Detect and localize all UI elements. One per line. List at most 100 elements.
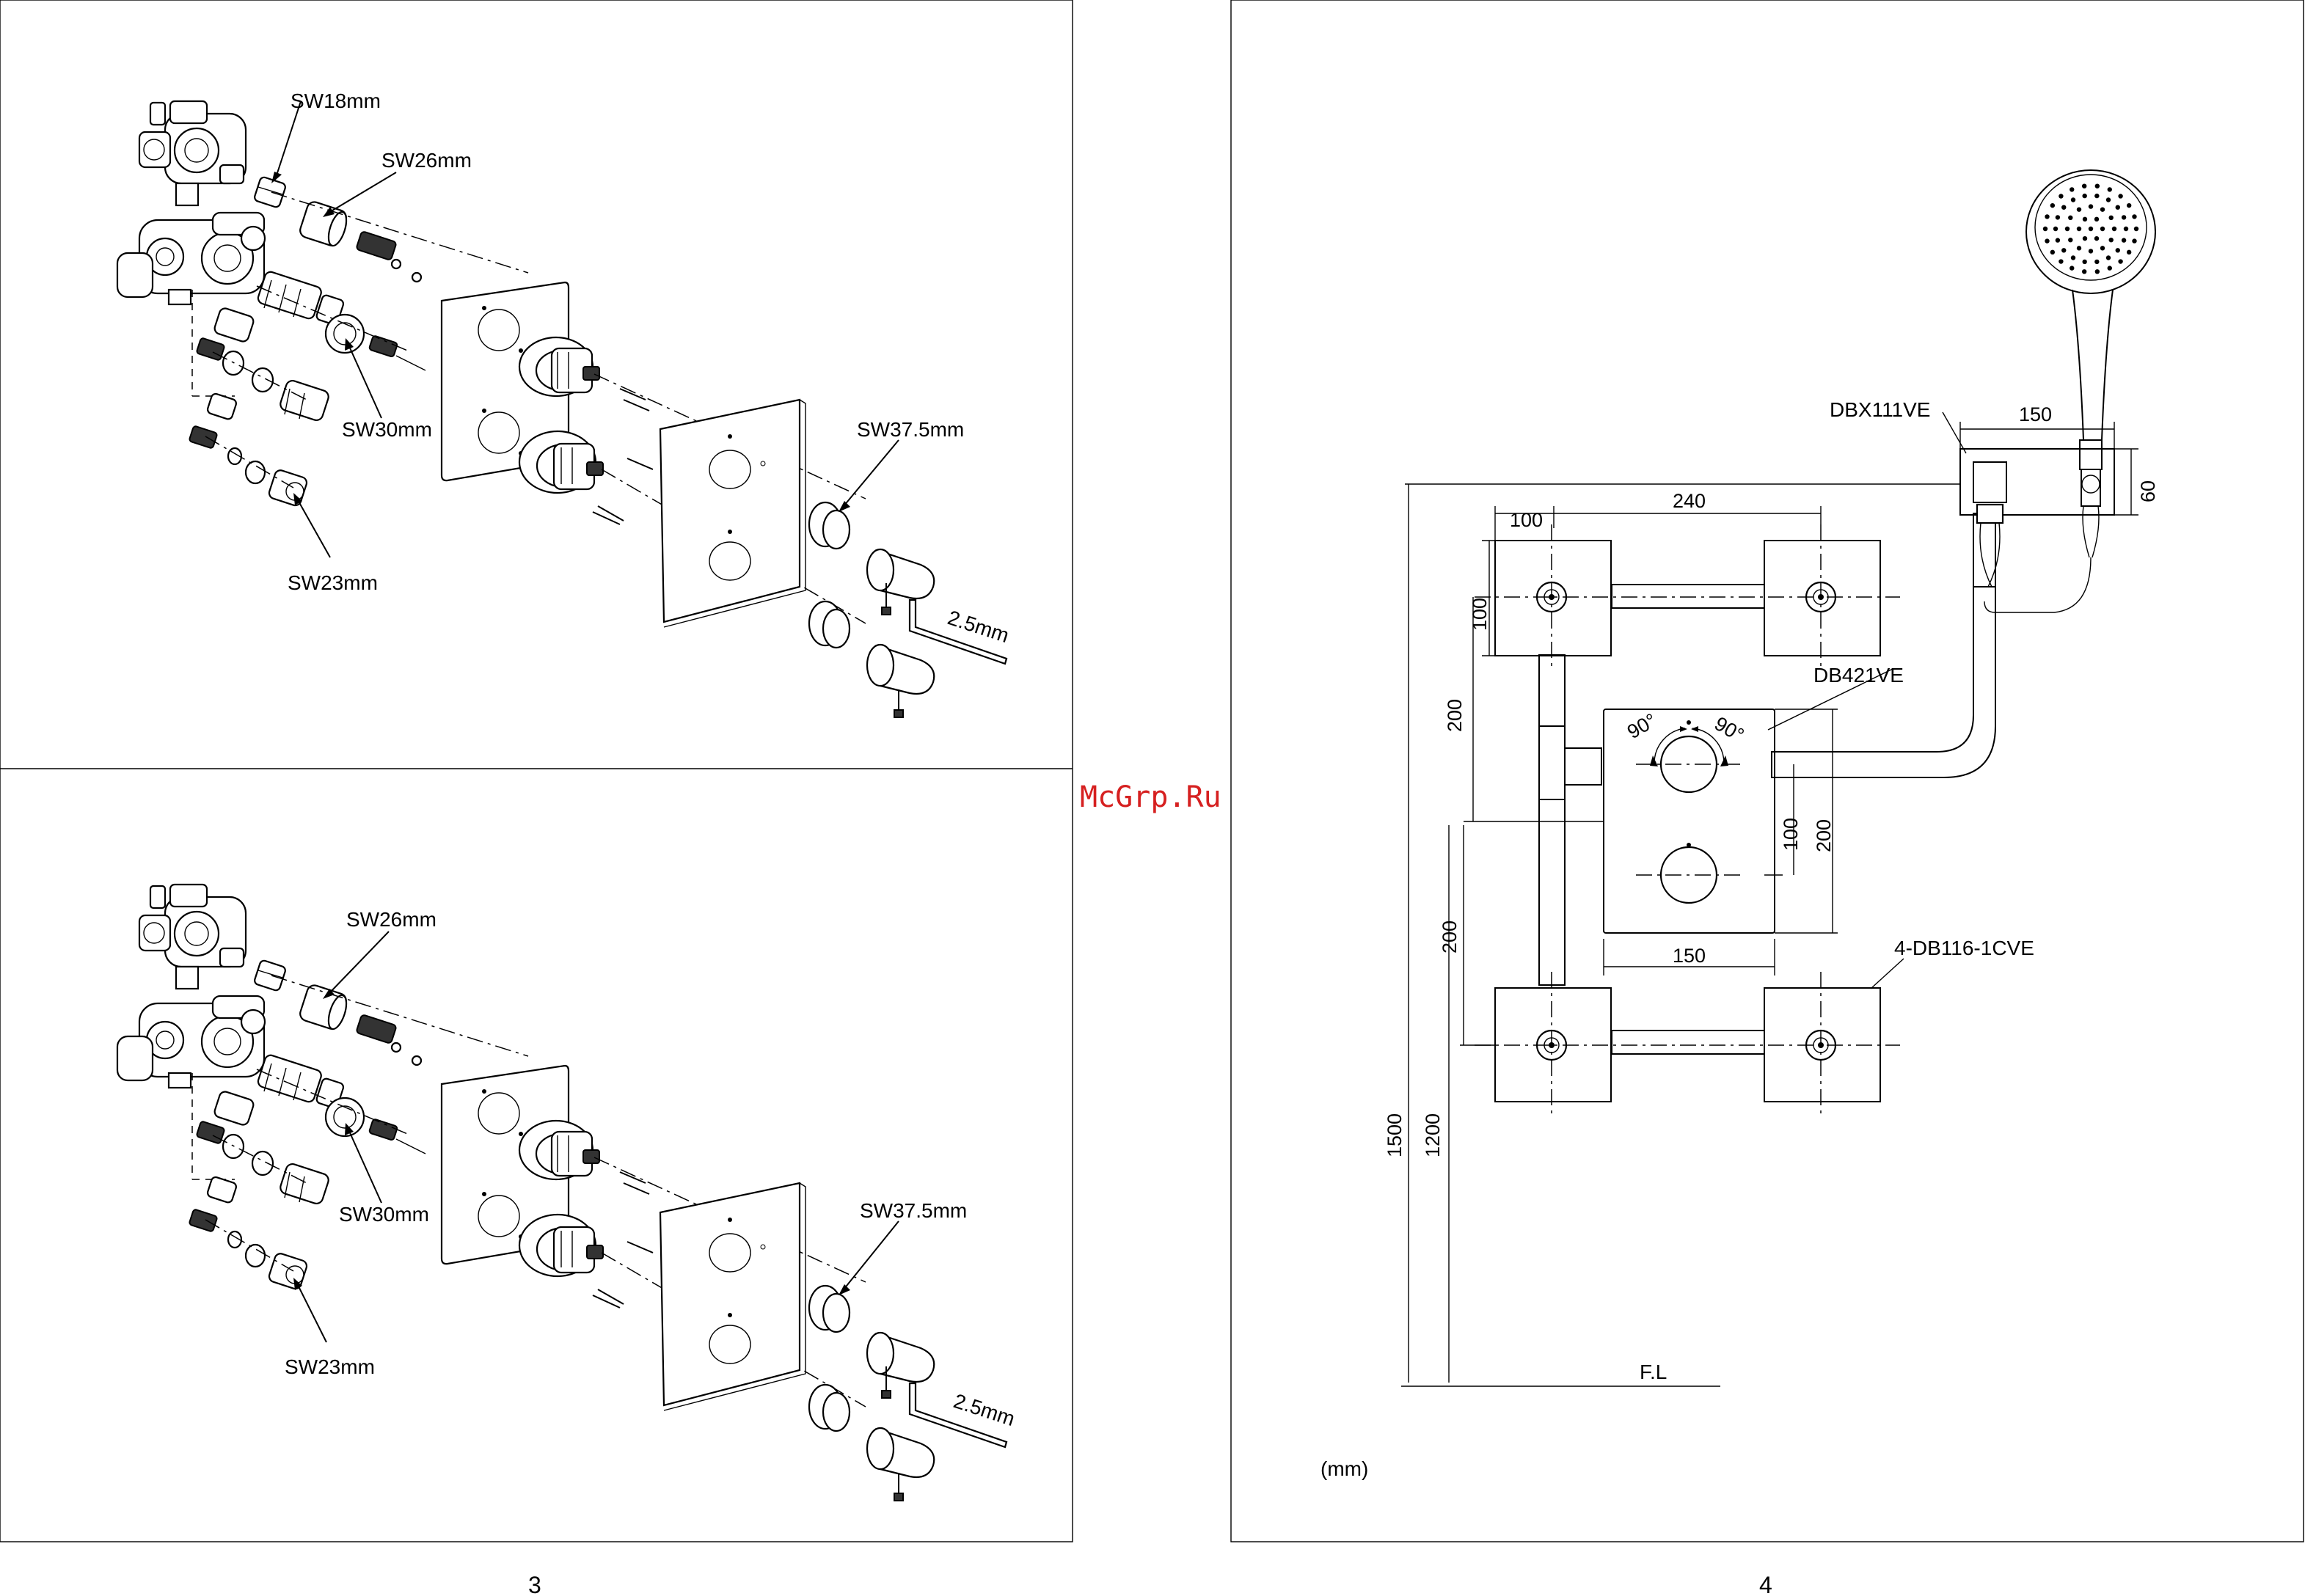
dim-lower-200: 200 xyxy=(1439,920,1461,953)
dim-1500: 1500 xyxy=(1384,1113,1406,1157)
nozzle-dot xyxy=(2132,214,2136,219)
nozzle-dot xyxy=(2106,197,2111,202)
dim-box-height: 100 xyxy=(1469,598,1491,631)
nozzle-dot xyxy=(2077,227,2081,231)
nozzle-dot xyxy=(2095,183,2100,188)
exploded-view-bottom xyxy=(117,885,1007,1501)
nozzle-dot xyxy=(2108,266,2112,270)
dim-angle-left: 90° xyxy=(1623,709,1660,743)
nozzle-dot xyxy=(2053,227,2058,231)
nozzle-dot xyxy=(2132,238,2136,243)
nozzle-dot xyxy=(2077,207,2081,211)
nozzle-dot xyxy=(2043,227,2048,231)
dim-left-width: 100 xyxy=(1510,509,1543,531)
nozzle-dot xyxy=(2083,236,2087,241)
nozzle-dot xyxy=(2112,227,2116,231)
nozzle-dot xyxy=(2082,260,2086,264)
nozzle-dot xyxy=(2059,259,2063,263)
dimension-lines xyxy=(1401,412,2138,1386)
nozzle-dot xyxy=(2094,217,2099,222)
nozzle-dot xyxy=(2056,215,2060,219)
nozzle-dot xyxy=(2127,203,2131,208)
left-page: SW18mm SW26mm SW30mm SW23mm SW37.5mm 2.5… xyxy=(0,0,1073,1596)
nozzle-dot xyxy=(2109,216,2114,220)
right-page: 90° 90° xyxy=(1231,0,2304,1596)
dim-holder-height: 60 xyxy=(2137,480,2159,502)
label-sw37: SW37.5mm xyxy=(857,418,964,441)
nozzle-dot xyxy=(2122,215,2126,219)
nozzle-dot xyxy=(2065,227,2070,231)
nozzle-dot xyxy=(2116,205,2120,209)
nozzle-dot xyxy=(2100,207,2105,211)
model-valve: DB421VE xyxy=(1813,664,1904,687)
page-number-left: 3 xyxy=(528,1572,541,1596)
label-sw23-b: SW23mm xyxy=(285,1355,375,1378)
nozzle-dot xyxy=(2068,238,2072,242)
hand-shower xyxy=(1984,170,2155,612)
nozzle-dot xyxy=(2108,187,2112,191)
nozzle-dot xyxy=(2077,246,2081,250)
label-sw23: SW23mm xyxy=(288,571,378,594)
nozzle-dot xyxy=(2116,248,2120,252)
nozzle-dot xyxy=(2095,269,2100,274)
nozzle-dot xyxy=(2082,269,2086,274)
nozzle-dot xyxy=(2068,216,2072,220)
pipes xyxy=(1539,513,1995,1054)
label-sw30-b: SW30mm xyxy=(339,1203,429,1226)
model-holder: DBX111VE xyxy=(1830,398,1930,421)
label-sw26: SW26mm xyxy=(381,149,472,172)
nozzle-dot xyxy=(2122,238,2126,242)
nozzle-dot xyxy=(2059,194,2063,198)
label-sw18: SW18mm xyxy=(291,89,381,112)
nozzle-dot xyxy=(2106,255,2111,260)
hand-shower-nozzles xyxy=(2043,183,2138,274)
outlet-box-tr xyxy=(1764,541,1880,656)
nozzle-dot xyxy=(2134,227,2138,231)
nozzle-dot xyxy=(2127,250,2131,255)
label-hex-b: 2.5mm xyxy=(951,1389,1018,1430)
nozzle-dot xyxy=(2050,250,2055,255)
exploded-view-top xyxy=(117,101,1007,717)
nozzle-dot xyxy=(2094,236,2099,241)
nozzle-dot xyxy=(2089,227,2093,231)
label-sw37-b: SW37.5mm xyxy=(860,1199,967,1222)
dim-holder-width: 150 xyxy=(2019,403,2052,425)
nozzle-dot xyxy=(2070,266,2074,270)
nozzle-dot xyxy=(2118,259,2122,263)
dim-upper-200: 200 xyxy=(1444,699,1466,732)
label-sw30: SW30mm xyxy=(342,418,432,441)
nozzle-dot xyxy=(2056,238,2060,242)
nozzle-dot xyxy=(2061,248,2066,252)
page-number-right: 4 xyxy=(1759,1572,1772,1596)
nozzle-dot xyxy=(2045,214,2049,219)
outlet-box-tl xyxy=(1495,541,1611,656)
nozzle-dot xyxy=(2094,194,2099,198)
nozzle-dot xyxy=(2100,227,2105,231)
dim-spacing: 240 xyxy=(1673,490,1706,512)
nozzle-dot xyxy=(2089,249,2093,253)
nozzle-dot xyxy=(2082,183,2086,188)
nozzle-dot xyxy=(2094,260,2099,264)
nozzle-dot xyxy=(2109,238,2114,242)
dim-valve-width: 150 xyxy=(1673,945,1706,967)
nozzle-dot xyxy=(2071,197,2075,202)
nozzle-dot xyxy=(2118,194,2122,198)
watermark: McGrp.Ru xyxy=(1080,780,1221,814)
dim-valve-200: 200 xyxy=(1813,819,1835,852)
floor-level-label: F.L xyxy=(1640,1361,1667,1383)
nozzle-dot xyxy=(2082,194,2086,198)
unit-label: (mm) xyxy=(1320,1457,1368,1480)
nozzle-dot xyxy=(2089,204,2093,208)
nozzle-dot xyxy=(2070,187,2074,191)
nozzle-dot xyxy=(2083,217,2087,222)
nozzle-dot xyxy=(2124,227,2128,231)
nozzle-dot xyxy=(2050,203,2055,208)
label-sw26-b: SW26mm xyxy=(346,908,436,931)
nozzle-dot xyxy=(2045,238,2049,243)
nozzle-dot xyxy=(2100,246,2105,250)
dim-1200: 1200 xyxy=(1422,1113,1444,1157)
nozzle-dot xyxy=(2061,205,2066,209)
dim-valve-100: 100 xyxy=(1780,818,1802,851)
thermostatic-valve xyxy=(1604,709,1783,933)
